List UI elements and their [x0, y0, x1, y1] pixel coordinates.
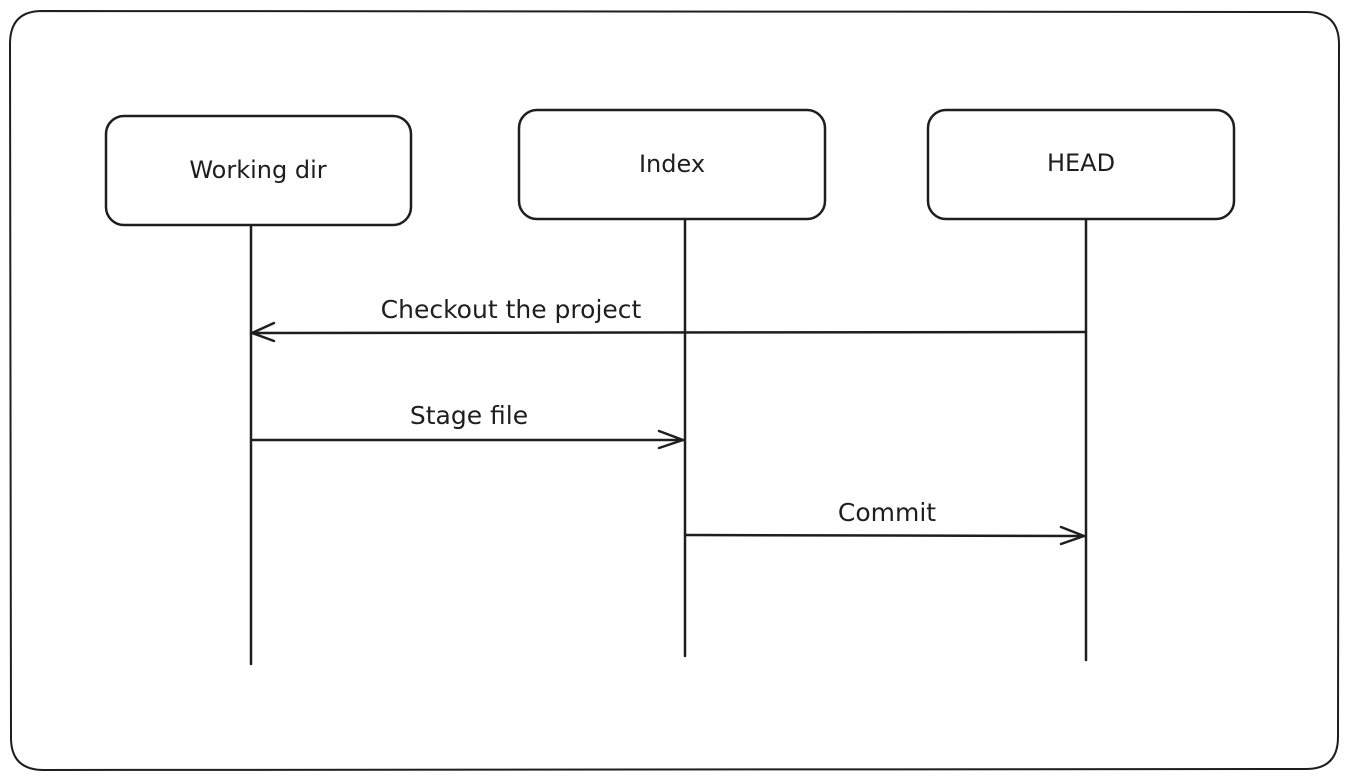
participant-index[interactable]: Index — [517, 108, 827, 221]
diagram-frame — [9, 10, 1340, 771]
participant-box — [926, 108, 1236, 221]
participant-working-dir[interactable]: Working dir — [104, 114, 413, 227]
participant-head[interactable]: HEAD — [926, 108, 1236, 221]
message-commit[interactable]: Commit — [684, 498, 1086, 546]
participant-box — [104, 114, 413, 227]
message-stage-file[interactable]: Stage file — [250, 401, 685, 450]
participant-label: Index — [639, 150, 705, 178]
participant-box — [517, 108, 827, 221]
participant-label: HEAD — [1047, 149, 1115, 177]
arrowhead-right-icon — [1059, 525, 1086, 546]
message-arrow-line — [684, 533, 1086, 538]
arrowhead-right-icon — [657, 429, 685, 450]
message-label: Checkout the project — [381, 295, 642, 324]
message-checkout[interactable]: Checkout the project — [250, 295, 1087, 343]
message-label: Stage file — [410, 401, 528, 430]
arrowhead-left-icon — [250, 321, 276, 343]
message-arrow-line — [250, 330, 1087, 335]
participant-label: Working dir — [189, 156, 326, 184]
message-label: Commit — [838, 498, 936, 527]
